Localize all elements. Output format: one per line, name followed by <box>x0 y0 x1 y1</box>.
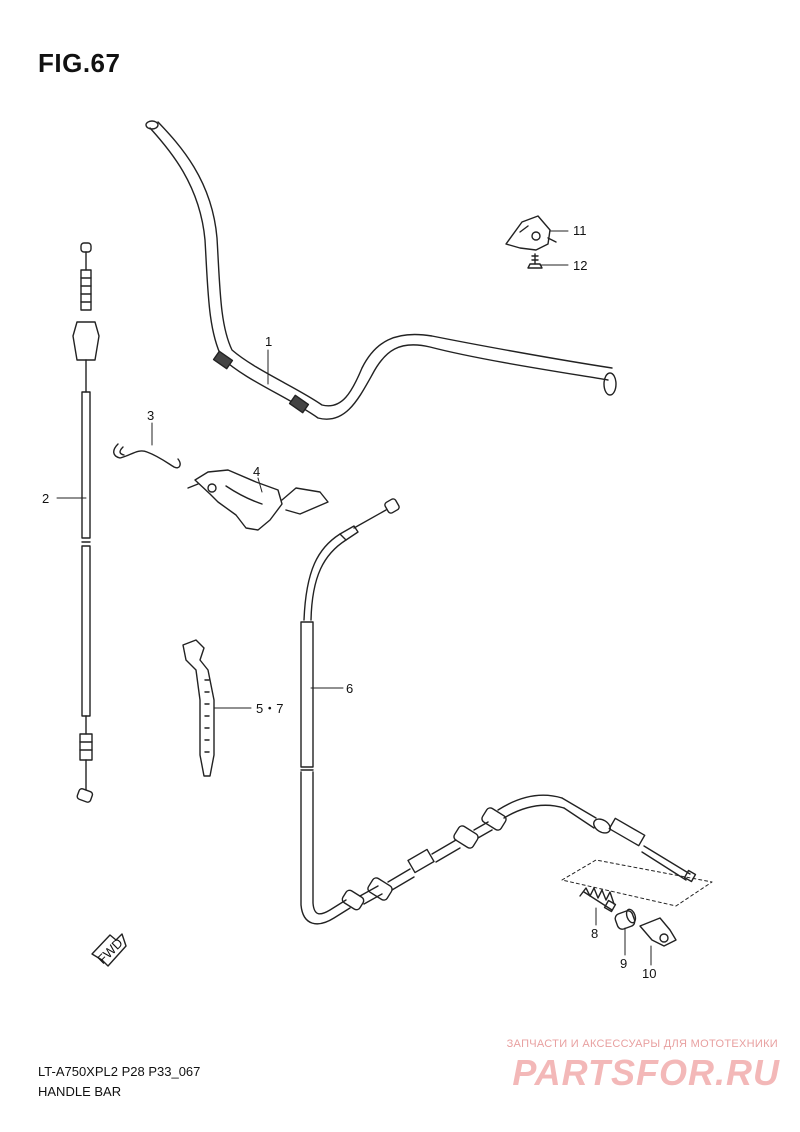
callout-11: 11 <box>573 223 587 238</box>
end-fitting-part[interactable] <box>639 917 677 947</box>
cable-part-2[interactable] <box>72 242 100 803</box>
callout-4: 4 <box>253 464 260 479</box>
callout-9: 9 <box>620 956 627 971</box>
clamp-part[interactable] <box>505 215 557 251</box>
fitting-outline <box>561 859 713 907</box>
callout-6: 6 <box>346 681 353 696</box>
callout-1: 1 <box>265 334 272 349</box>
callout-5-7: 5・7 <box>256 701 283 716</box>
watermark-brand: PARTSFOR.RU <box>512 1052 780 1093</box>
bracket-part[interactable] <box>187 469 329 531</box>
cable-part-6[interactable] <box>300 498 697 925</box>
watermark-tagline: ЗАПЧАСТИ И АКСЕССУАРЫ ДЛЯ МОТОТЕХНИКИ <box>506 1038 778 1050</box>
cable-tie-part[interactable] <box>182 639 215 777</box>
model-code: LT-A750XPL2 P28 P33_067 <box>38 1064 201 1079</box>
collar-part[interactable] <box>614 908 637 931</box>
callout-10: 10 <box>642 966 656 981</box>
forward-arrow-icon <box>91 933 127 967</box>
callout-12: 12 <box>573 258 587 273</box>
spring-clip-part[interactable] <box>113 443 181 469</box>
leader-lines <box>56 230 652 966</box>
callout-3: 3 <box>147 408 154 423</box>
callout-8: 8 <box>591 926 598 941</box>
screw-part[interactable] <box>527 253 543 269</box>
section-name: HANDLE BAR <box>38 1084 122 1099</box>
spring-part[interactable] <box>579 887 617 913</box>
callout-2: 2 <box>42 491 49 506</box>
figure-title: FIG.67 <box>38 48 121 78</box>
handlebar-part[interactable] <box>145 120 617 420</box>
